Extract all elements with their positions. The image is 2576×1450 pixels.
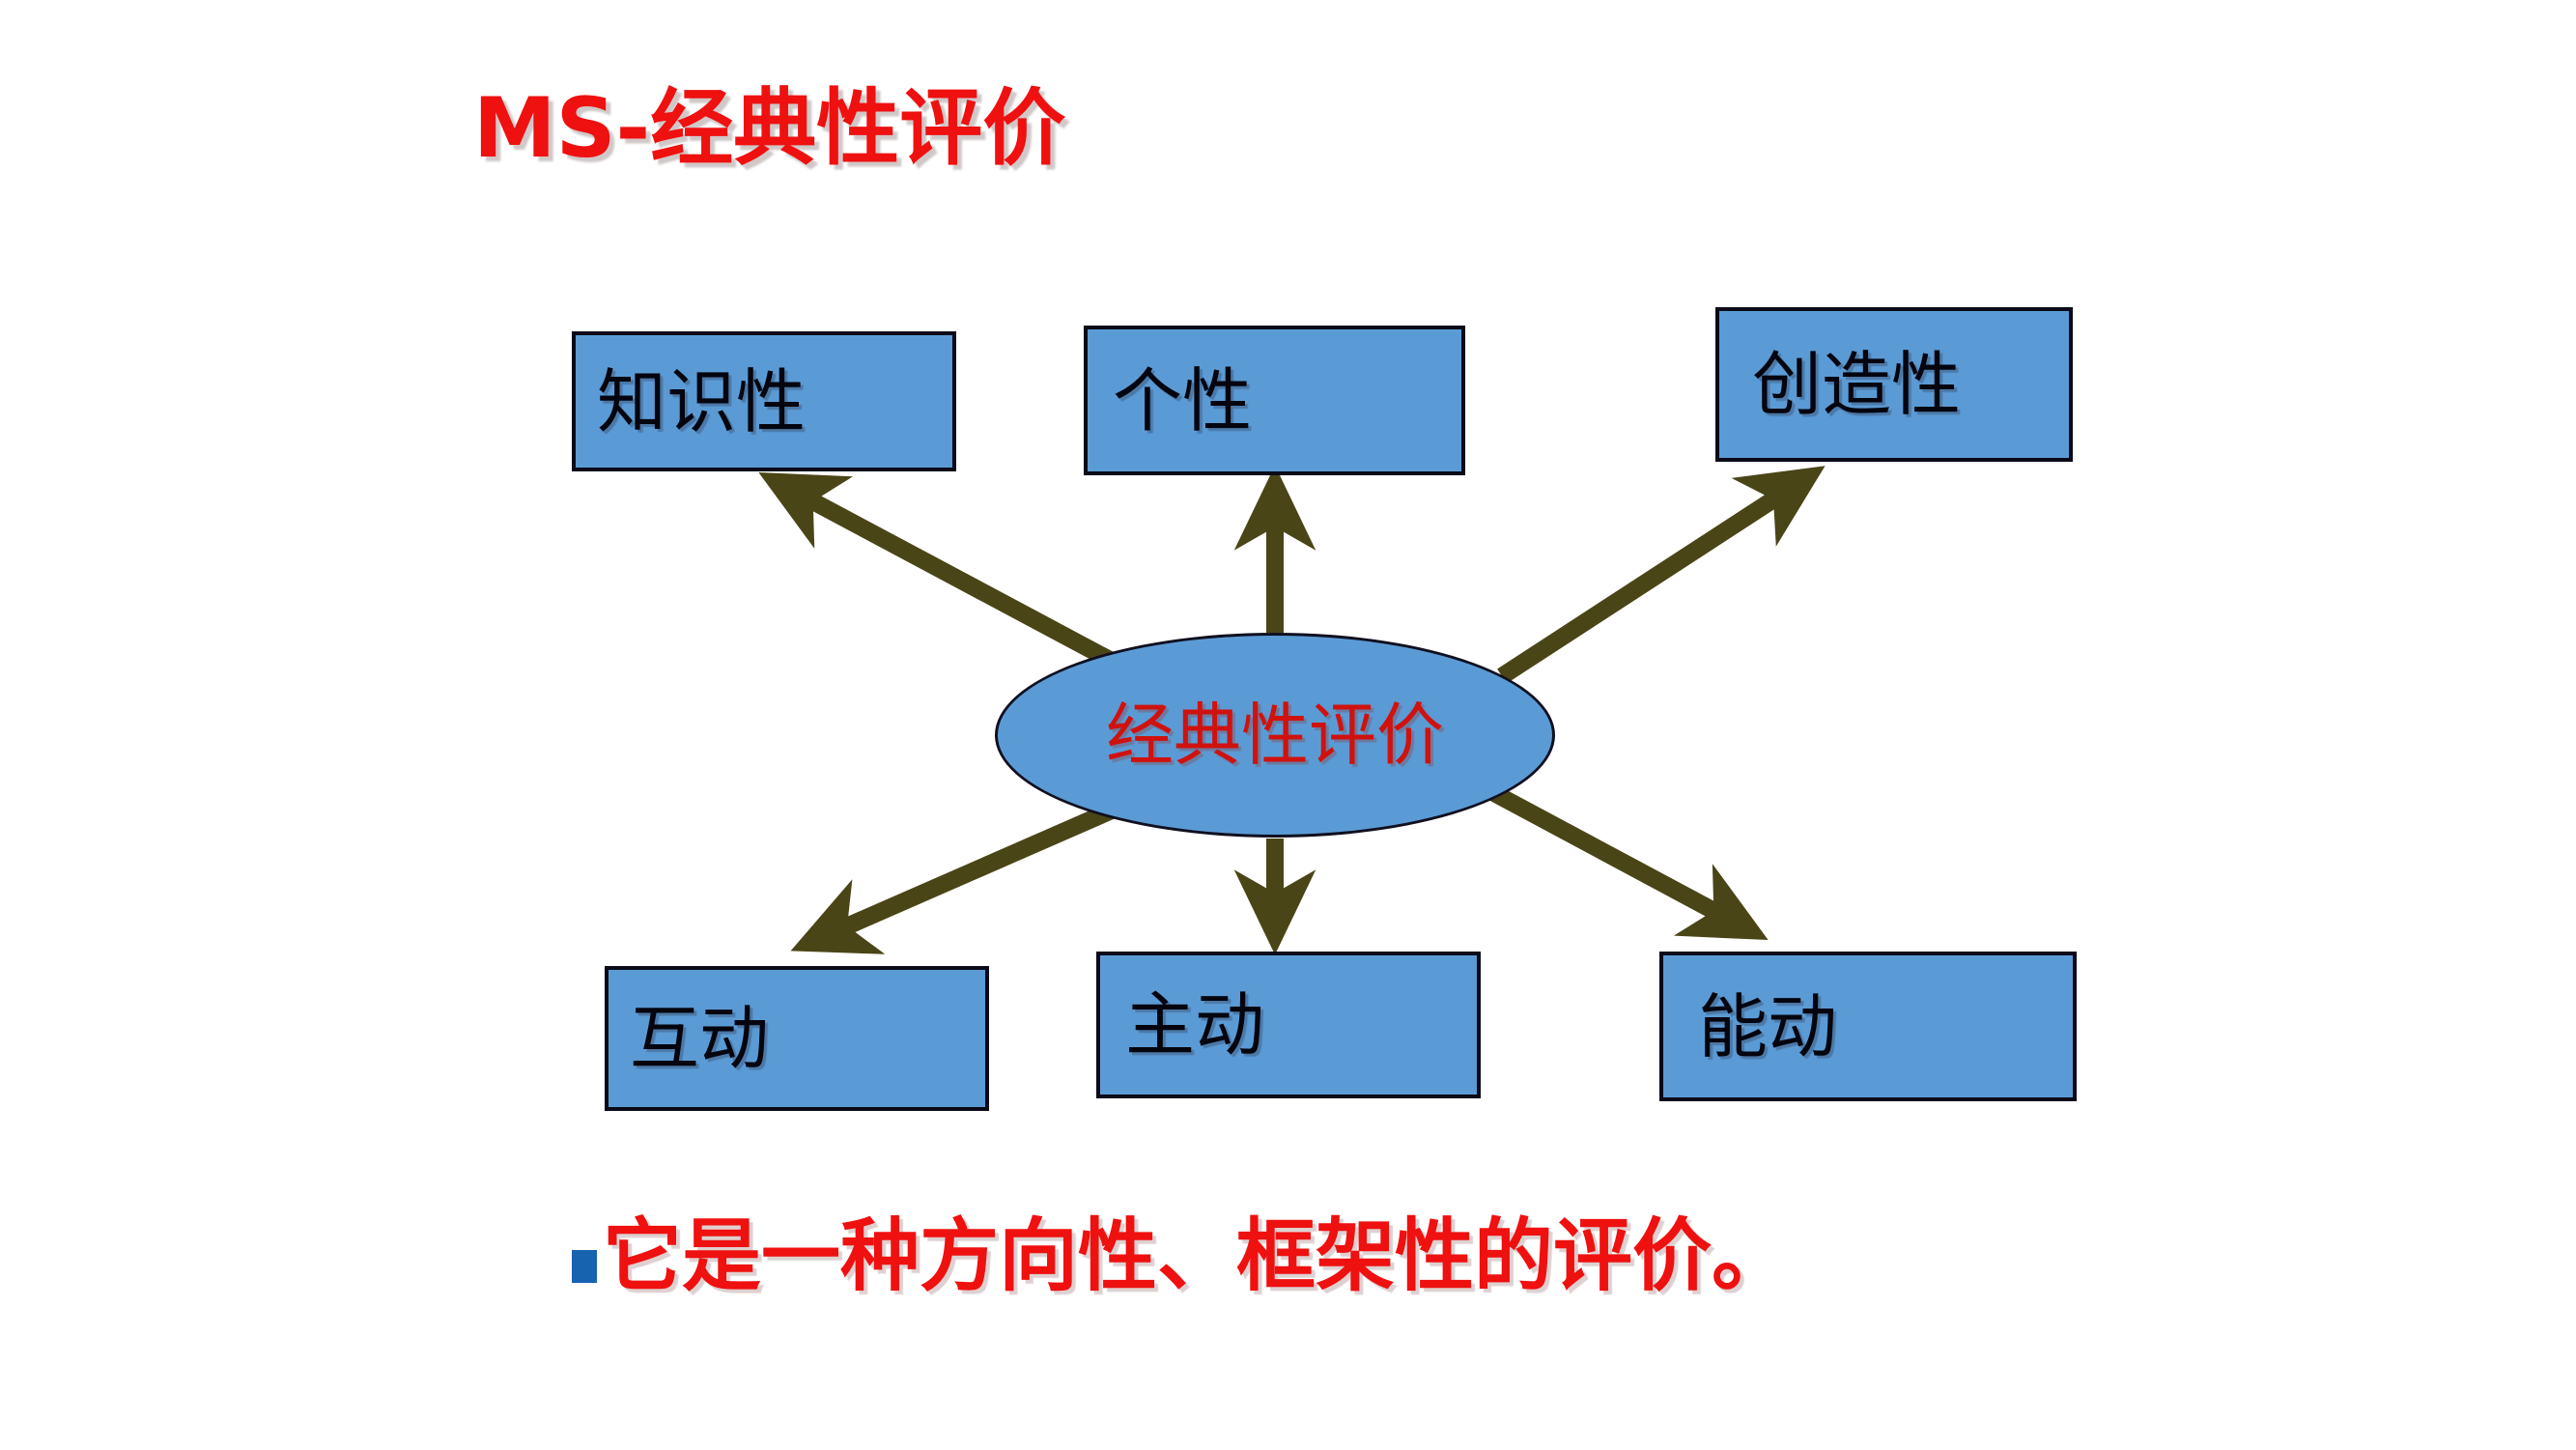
square-bullet-icon [572,1250,597,1284]
node-label: 知识性 [597,360,807,442]
node-label: 创造性 [1752,344,1962,425]
node-label: 能动 [1698,985,1838,1067]
slide-title: MS-经典性评价 [473,80,1066,177]
arrow-center-to-nengdong [1487,784,1769,941]
bullet-line: 它是一种方向性、框架性的评价。 [572,1210,1792,1302]
node-box-chuangzao[interactable]: 创造性 [1715,307,2073,462]
node-box-zhishixing[interactable]: 知识性 [572,331,956,471]
node-box-nengdong[interactable]: 能动 [1659,952,2077,1101]
arrow-center-to-hudong [790,798,1124,954]
node-label: 个性 [1113,359,1253,441]
node-label: 主动 [1125,984,1265,1066]
arrow-center-to-chuangzao [1497,466,1826,684]
node-box-gexing[interactable]: 个性 [1084,326,1465,475]
bullet-text: 它是一种方向性、框架性的评价。 [603,1210,1792,1302]
center-ellipse-label: 经典性评价 [1106,696,1444,775]
node-box-hudong[interactable]: 互动 [605,966,989,1111]
node-box-zhudong[interactable]: 主动 [1096,952,1481,1098]
arrow-center-to-zhishixing [758,471,1127,674]
node-label: 互动 [630,998,770,1079]
center-ellipse-node[interactable]: 经典性评价 [995,633,1555,838]
